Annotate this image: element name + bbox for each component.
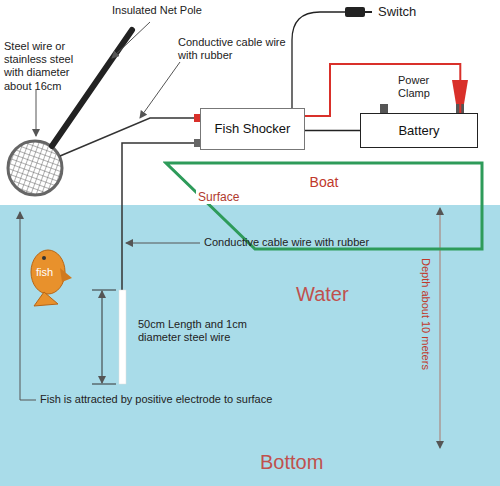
- region-label: Water: [296, 282, 349, 306]
- depth-arrow: [439, 300, 441, 448]
- note-label: Fish is attracted by positive electrode …: [40, 393, 272, 406]
- cable: [122, 143, 200, 290]
- region-label: Bottom: [260, 450, 323, 474]
- wire-connector: [305, 64, 460, 116]
- part-label: Conductive cable wire with rubber: [204, 236, 369, 249]
- leader-line: [112, 22, 150, 58]
- fish-label: fish: [36, 266, 53, 279]
- switch-symbol: [365, 11, 372, 13]
- battery-terminal: [380, 104, 388, 113]
- cable: [60, 118, 200, 156]
- dimension-tick: [92, 384, 116, 385]
- water: [0, 205, 500, 486]
- dimension-label: Depth about 10 meters: [419, 258, 432, 370]
- node-label: Fish Shocker: [215, 121, 291, 137]
- switch-symbol: [345, 7, 365, 17]
- dimension-tick: [92, 290, 116, 291]
- fish-figure: [31, 250, 72, 306]
- steel-electrode: [119, 290, 126, 384]
- leader-line: [126, 243, 200, 244]
- dimension-line: [102, 291, 103, 337]
- part-label: Steel wire or stainless steel with diame…: [4, 40, 82, 93]
- net-hoop: [8, 141, 62, 195]
- shocker-box: Fish Shocker: [200, 108, 305, 150]
- part-label: Conductive cable wire with rubber: [178, 36, 308, 62]
- leader-line: [140, 62, 180, 118]
- leader-line: [36, 90, 37, 136]
- switch-wire: [292, 12, 345, 108]
- dimension-label: 50cm Length and 1cm diameter steel wire: [138, 318, 266, 344]
- node-label: Boat: [310, 174, 339, 191]
- depth-arrow: [439, 208, 441, 300]
- region-label: Surface: [196, 190, 241, 204]
- battery-box: Battery: [360, 113, 478, 148]
- node-label: Battery: [398, 123, 439, 139]
- part-label: Switch: [378, 4, 416, 20]
- dimension-line: [102, 337, 103, 383]
- part-label: Power Clamp: [398, 74, 440, 100]
- part-label: Insulated Net Pole: [112, 4, 202, 17]
- wire-connector: [305, 130, 360, 131]
